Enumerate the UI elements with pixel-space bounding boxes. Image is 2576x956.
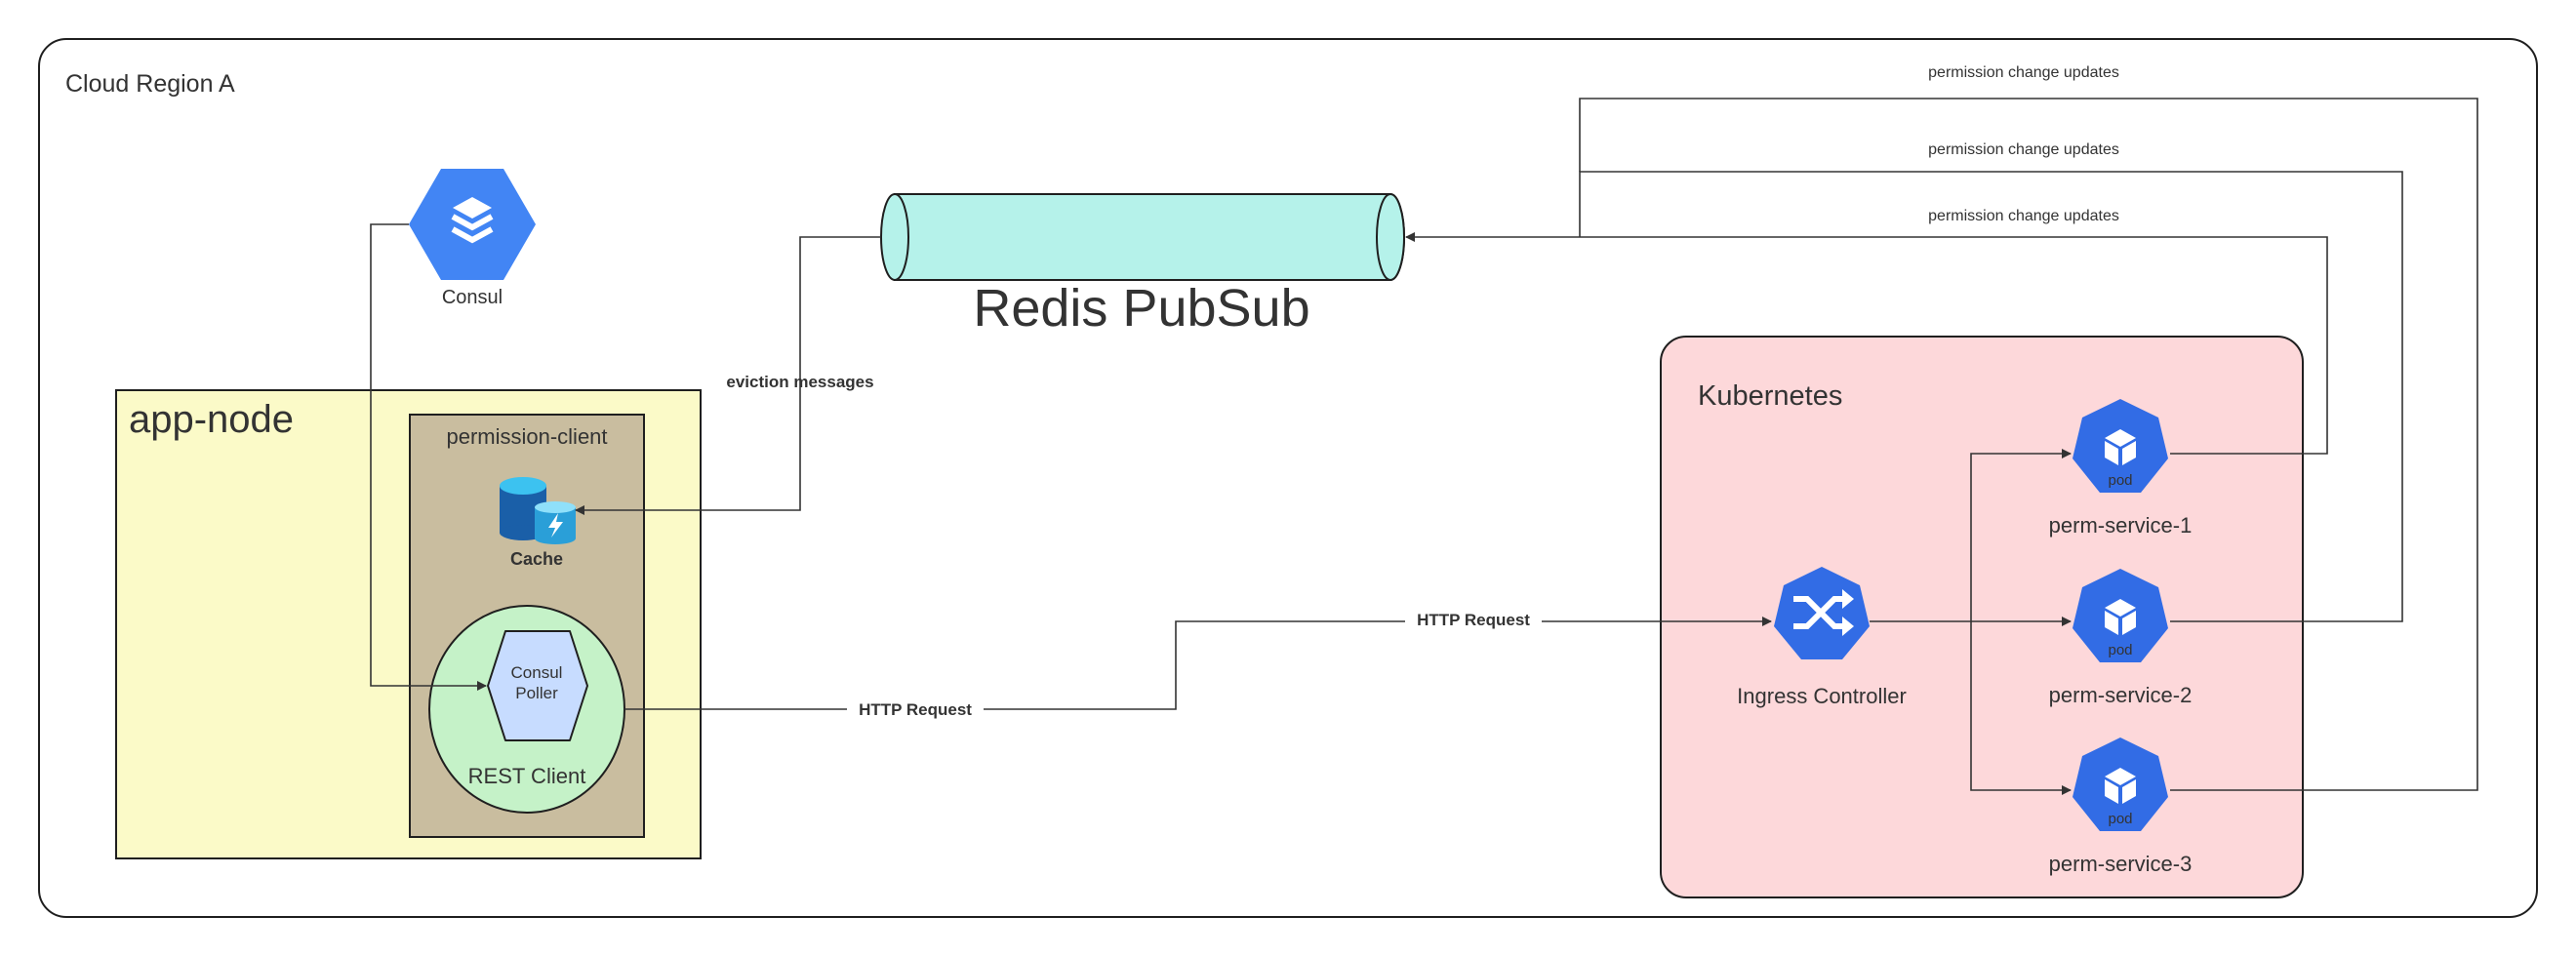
consul-label: Consul xyxy=(442,287,503,308)
http-request-label-2: HTTP Request xyxy=(1417,611,1530,629)
redis-pubsub-node xyxy=(880,193,1405,281)
consul-poller-label-line1: Consul xyxy=(511,663,563,682)
edge-redis-to-cache xyxy=(575,236,881,515)
pod-1-node xyxy=(2073,399,2168,493)
pod-1-label: perm-service-1 xyxy=(2049,513,2193,538)
consul-icon xyxy=(409,169,536,280)
edge-ingress-to-pod-3 xyxy=(1970,621,2072,795)
consul-poller-node xyxy=(487,630,588,741)
pod-3-node xyxy=(2073,737,2168,831)
edge-ingress-to-pod-1 xyxy=(1870,449,2072,622)
edge-pod-3-to-redis xyxy=(1579,98,2478,791)
edge-pod-2-to-redis xyxy=(1579,171,2403,622)
app-node-label: app-node xyxy=(129,398,294,441)
edge-pod-1-to-redis xyxy=(1405,232,2328,455)
http-request-label-rest: HTTP Request xyxy=(859,700,972,719)
cache-label: Cache xyxy=(510,549,563,569)
permission-update-label-3: permission change updates xyxy=(1928,208,2119,224)
pod-2-label: perm-service-2 xyxy=(2049,683,2193,707)
ingress-controller-icon xyxy=(1774,567,1870,659)
permission-update-label-1: permission change updates xyxy=(1928,64,2119,81)
pod-2-badge: pod xyxy=(2108,642,2132,658)
consul-poller-label-line2: Poller xyxy=(515,684,558,702)
pod-3-label: perm-service-3 xyxy=(2049,852,2193,876)
edge-consul-to-poller xyxy=(370,223,487,691)
permission-client-label: permission-client xyxy=(446,424,607,449)
cache-icon xyxy=(500,477,576,544)
cloud-region-label: Cloud Region A xyxy=(65,70,235,98)
kubernetes-cluster xyxy=(1660,336,2304,898)
pod-2-node xyxy=(2073,569,2168,662)
rest-client-label: REST Client xyxy=(468,764,586,788)
redis-pubsub-label: Redis PubSub xyxy=(973,279,1309,338)
kubernetes-label: Kubernetes xyxy=(1698,380,1842,412)
pod-3-badge: pod xyxy=(2108,811,2132,827)
permission-update-label-2: permission change updates xyxy=(1928,141,2119,158)
eviction-messages-label: eviction messages xyxy=(726,373,873,391)
ingress-controller-label: Ingress Controller xyxy=(1737,684,1907,708)
pod-1-badge: pod xyxy=(2108,472,2132,489)
